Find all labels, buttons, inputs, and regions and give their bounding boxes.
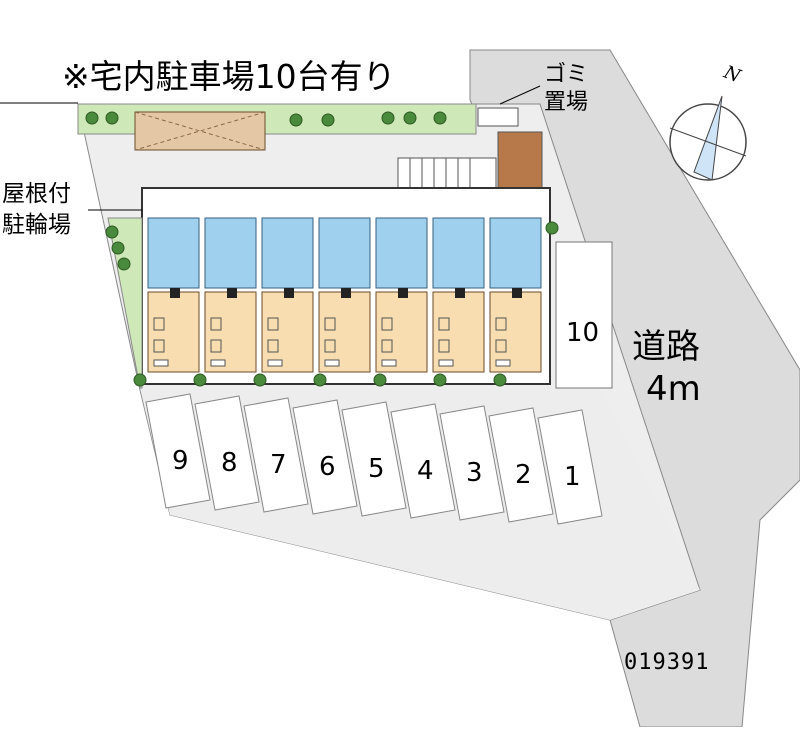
units-layer <box>147 217 542 373</box>
parking-slot-number: 3 <box>466 458 483 488</box>
tree-icon <box>193 373 207 387</box>
property-code: 019391 <box>624 650 710 675</box>
parking-slot <box>537 409 603 525</box>
apartment-unit <box>204 217 257 373</box>
parking-slot-number: 4 <box>417 456 434 486</box>
garbage-brick <box>497 131 543 191</box>
tree-icon <box>253 373 267 387</box>
tree-icon <box>321 113 335 127</box>
tree-icon <box>289 113 303 127</box>
tree-icon <box>105 225 119 239</box>
tree-icon <box>105 111 119 125</box>
parking-slot <box>194 395 260 511</box>
bicycle-parking-label-line1: 屋根付 <box>2 181 71 207</box>
tree-icon <box>111 241 125 255</box>
parking-slot <box>341 401 407 517</box>
apartment-unit <box>489 217 542 373</box>
garbage-area <box>477 107 519 127</box>
garbage-label-line1: ゴミ <box>544 62 589 87</box>
compass <box>669 95 747 181</box>
parking-slot <box>243 397 309 513</box>
garbage-label-line2: 置場 <box>544 90 589 115</box>
tree-icon <box>381 111 395 125</box>
parking-slot-number: 1 <box>564 462 581 492</box>
parking-slot-number: 8 <box>221 448 238 478</box>
tree-icon <box>433 111 447 125</box>
parking-slot <box>292 399 358 515</box>
parking-slot-number: 6 <box>319 452 336 482</box>
tree-icon <box>313 373 327 387</box>
trees-layer <box>85 111 559 387</box>
parking-slots-layer <box>145 393 603 525</box>
apartment-unit <box>147 217 200 373</box>
apartment-unit <box>375 217 428 373</box>
parking-note-title: ※宅内駐車場10台有り <box>62 57 396 96</box>
parking-slot-number: 7 <box>270 450 287 480</box>
tree-icon <box>433 373 447 387</box>
parking-slot-10-box <box>555 241 613 389</box>
parking-slot <box>145 393 211 509</box>
tree-icon <box>133 373 147 387</box>
road-label-line2: 4m <box>646 369 701 409</box>
staircase <box>397 157 497 189</box>
parking-slot <box>488 407 554 523</box>
parking-slot-number: 9 <box>172 446 189 476</box>
parking-slot-10-number: 10 <box>566 318 600 348</box>
tree-icon <box>373 373 387 387</box>
road-label-line1: 道路 <box>632 327 700 367</box>
parking-slot <box>390 403 456 519</box>
parking-slot <box>439 405 505 521</box>
apartment-unit <box>261 217 314 373</box>
tree-icon <box>545 221 559 235</box>
tree-icon <box>85 111 99 125</box>
side-lawn <box>107 217 143 389</box>
apartment-unit <box>318 217 371 373</box>
tree-icon <box>493 373 507 387</box>
apartment-unit <box>432 217 485 373</box>
tree-icon <box>403 111 417 125</box>
bicycle-parking-label-line2: 駐輪場 <box>2 212 71 238</box>
tree-icon <box>117 257 131 271</box>
parking-slot-number: 2 <box>515 460 532 490</box>
parking-slot-number: 5 <box>368 454 385 484</box>
